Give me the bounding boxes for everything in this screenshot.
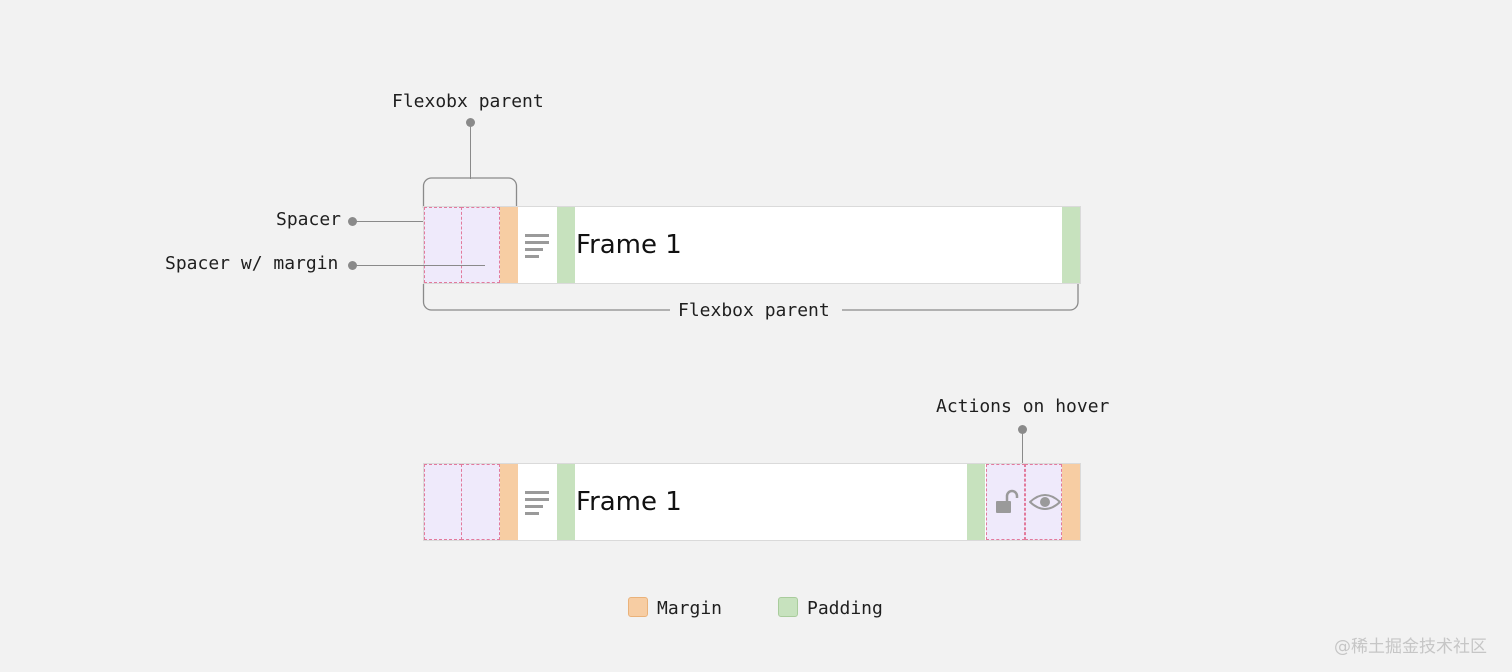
spacer <box>424 207 462 283</box>
padding-block-left <box>557 464 575 540</box>
flexobx-parent-connector-line <box>470 123 471 179</box>
legend-padding-label: Padding <box>807 598 883 619</box>
frame-name: Frame 1 <box>576 487 682 517</box>
actions-on-hover-label: Actions on hover <box>936 396 1110 417</box>
flexbox-parent-bracket <box>422 284 1079 311</box>
padding-block-right <box>967 464 985 540</box>
flexobx-parent-connector-dot <box>466 118 475 127</box>
margin-swatch <box>628 597 648 617</box>
eye-icon[interactable] <box>1029 491 1061 513</box>
spacer-connector-line <box>353 221 425 222</box>
frame-layer-icon <box>525 491 549 515</box>
watermark: @稀土掘金技术社区 <box>1334 637 1487 657</box>
actions-connector-line <box>1022 430 1023 464</box>
spacer-with-margin-label: Spacer w/ margin <box>165 253 339 274</box>
actions-connector-dot <box>1018 425 1027 434</box>
spacer-with-margin-connector-dot <box>348 261 357 270</box>
spacer-with-margin <box>461 207 500 283</box>
flexbox-parent-label: Flexbox parent <box>678 300 830 321</box>
legend-margin-label: Margin <box>657 598 723 619</box>
frame-name: Frame 1 <box>576 230 682 260</box>
spacer <box>424 464 462 540</box>
padding-block-left <box>557 207 575 283</box>
frame-layer-icon <box>525 234 549 258</box>
flexobx-parent-bracket <box>422 177 518 208</box>
margin-block-right <box>1062 464 1080 540</box>
spacer-connector-dot <box>348 217 357 226</box>
visibility-action-slot[interactable] <box>1025 464 1062 540</box>
padding-swatch <box>778 597 798 617</box>
unlock-icon[interactable] <box>995 488 1019 516</box>
margin-block <box>500 464 518 540</box>
spacer-label: Spacer <box>276 209 342 230</box>
spacer-with-margin <box>461 464 500 540</box>
padding-block-right <box>1062 207 1080 283</box>
spacer-with-margin-connector-line <box>353 265 485 266</box>
lock-action-slot[interactable] <box>986 464 1025 540</box>
margin-block <box>500 207 518 283</box>
layer-row-hover[interactable]: Frame 1 <box>423 463 1081 541</box>
flexobx-parent-label: Flexobx parent <box>392 91 544 112</box>
layer-row-default[interactable]: Frame 1 <box>423 206 1081 284</box>
